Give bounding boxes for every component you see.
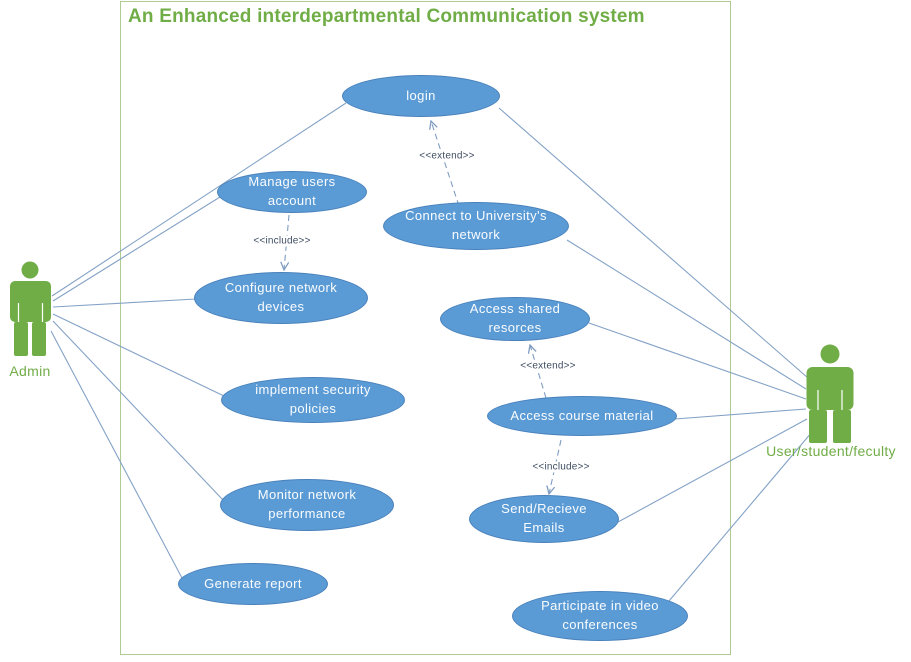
stereotype-extend-shared: <<extend>> — [518, 360, 578, 372]
association-user-connect-network — [566, 239, 807, 390]
admin-actor-label: Admin — [9, 363, 51, 379]
stereotype-include-emails: <<include>> — [530, 461, 592, 473]
usecase-manage-users-label: Manage users account — [248, 174, 336, 208]
diagram-title: An Enhanced interdepartmental Communicat… — [128, 6, 645, 27]
user-associations — [498, 107, 813, 602]
stereotype-extend-login: <<extend>> — [417, 150, 477, 162]
user-actor-head — [820, 344, 840, 364]
extend-arrow-connect-to-login — [431, 121, 460, 207]
user-actor-label: User/student/feculty — [766, 443, 896, 459]
association-admin-login — [51, 102, 347, 297]
association-user-login — [498, 107, 809, 379]
usecase-video-conferences: Participate in video conferences — [512, 591, 688, 641]
usecase-monitor-performance: Monitor network performance — [220, 479, 394, 531]
usecase-security-policies-label: implement security policies — [255, 382, 371, 416]
user-actor-leg-right — [833, 410, 851, 443]
usecase-login: login — [342, 75, 500, 117]
user-actor-leg-left — [809, 410, 827, 443]
usecase-video-conferences-label: Participate in video conferences — [541, 598, 659, 632]
usecase-access-shared-label: Access shared resorces — [469, 301, 561, 335]
usecase-monitor-performance-label: Monitor network performance — [257, 487, 357, 521]
usecase-connect-network: Connect to University's network — [383, 202, 569, 250]
association-user-send-emails — [617, 418, 808, 523]
admin-actor-figure — [10, 261, 51, 356]
admin-actor-leg-left — [14, 322, 28, 356]
association-admin-generate-report — [50, 330, 183, 579]
admin-actor-leg-right — [32, 322, 46, 356]
usecase-access-shared: Access shared resorces — [440, 297, 590, 341]
association-admin-security-policies — [52, 313, 225, 397]
association-admin-monitor-performance — [52, 320, 224, 501]
system-boundary — [120, 1, 731, 655]
association-user-access-shared — [588, 322, 807, 400]
stereotype-include-configure: <<include>> — [251, 235, 313, 247]
admin-actor-torso — [10, 281, 51, 322]
user-actor-torso — [806, 367, 854, 410]
admin-associations — [50, 102, 347, 579]
usecase-configure-devices-label: Configure network devices — [224, 280, 338, 314]
usecase-generate-report-label: Generate report — [204, 575, 302, 591]
user-actor-figure — [806, 344, 854, 443]
usecase-send-emails-label: Send/Recieve Emails — [501, 501, 587, 535]
association-admin-manage-users — [52, 196, 221, 302]
association-admin-configure-devices — [52, 298, 197, 308]
usecase-connect-network-label: Connect to University's network — [405, 208, 547, 242]
usecase-configure-devices: Configure network devices — [194, 272, 368, 324]
usecase-manage-users: Manage users account — [217, 171, 367, 213]
association-user-course-material — [674, 408, 807, 420]
usecase-generate-report: Generate report — [178, 563, 328, 605]
dependency-arrows — [284, 121, 562, 494]
association-user-video-conferences — [668, 431, 813, 602]
admin-actor-head — [21, 261, 39, 279]
usecase-login-label: login — [406, 87, 436, 103]
extend-arrow-course-to-shared — [530, 345, 547, 399]
usecase-security-policies: implement security policies — [221, 377, 405, 423]
usecase-course-material: Access course material — [487, 396, 677, 436]
usecase-course-material-label: Access course material — [510, 407, 654, 423]
usecase-send-emails: Send/Recieve Emails — [469, 495, 619, 543]
